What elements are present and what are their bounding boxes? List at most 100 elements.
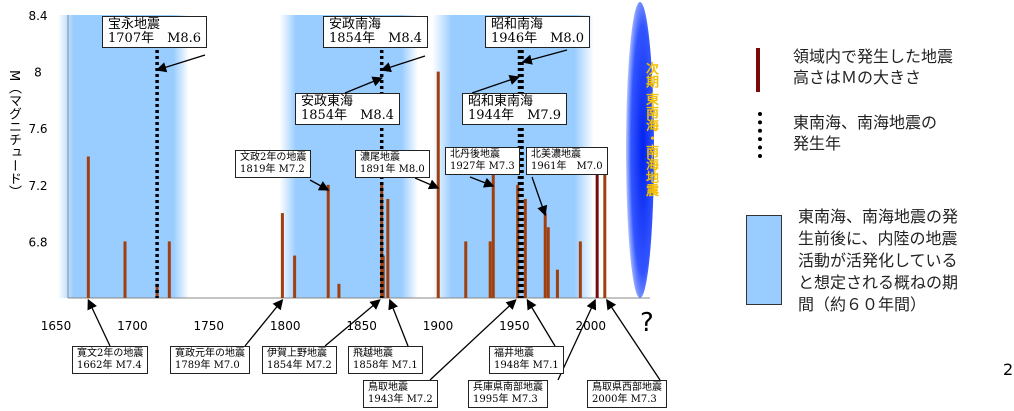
y-tick-label: 7.6 bbox=[28, 122, 47, 136]
x-tick-label: 1800 bbox=[270, 319, 301, 333]
y-tick-label: 8 bbox=[34, 66, 42, 80]
callout-arrow bbox=[380, 55, 426, 73]
callout-info: 1948年 M7.1 bbox=[494, 360, 559, 371]
callout-name: 鳥取県西部地震 bbox=[592, 382, 662, 393]
callout-arrow bbox=[557, 298, 597, 381]
callout-info: 1858年 M7.1 bbox=[353, 360, 418, 371]
quake-bar bbox=[436, 71, 440, 298]
legend-dotted-text: 東南海、南海地震の発生年 bbox=[793, 113, 938, 153]
callout-name: 昭和南海 bbox=[491, 17, 544, 32]
callout-info: 1707年 M8.6 bbox=[108, 31, 202, 46]
quake-bar bbox=[380, 184, 384, 298]
callout-name: 寛文2年の地震 bbox=[77, 348, 144, 359]
active-period-band bbox=[58, 15, 189, 298]
x-tick-label: 1950 bbox=[499, 319, 530, 333]
next-quake-label: 次期 東南海・南海地震 bbox=[643, 62, 658, 197]
x-tick-label: 1700 bbox=[117, 319, 148, 333]
quake-bar bbox=[86, 156, 90, 298]
quake-bar bbox=[516, 184, 520, 298]
quake-bar bbox=[280, 213, 284, 298]
callout-name: 濃尾地震 bbox=[360, 152, 400, 163]
callout-arrow bbox=[469, 176, 495, 188]
callout-info: 1854年 M7.2 bbox=[267, 360, 332, 371]
page-number: 2 bbox=[1003, 360, 1014, 379]
quake-bar bbox=[293, 255, 297, 298]
x-tick-label: 1650 bbox=[41, 319, 72, 333]
callout-name: 安政南海 bbox=[329, 17, 382, 32]
quake-bar bbox=[491, 170, 495, 298]
callout-arrow bbox=[606, 298, 661, 381]
x-tick-label: 1850 bbox=[346, 319, 377, 333]
callout-name: 昭和東南海 bbox=[468, 94, 534, 109]
callout-info: 1854年 M8.4 bbox=[301, 108, 395, 123]
quake-bar bbox=[386, 198, 390, 298]
callout-name: 飛越地震 bbox=[353, 348, 393, 359]
y-tick-label: 7.2 bbox=[28, 179, 47, 193]
quake-bar bbox=[546, 227, 550, 298]
quake-bar bbox=[123, 241, 127, 298]
callout-name: 鳥取地震 bbox=[368, 382, 408, 393]
callout-arrow bbox=[521, 49, 568, 65]
callout-name: 宝永地震 bbox=[108, 17, 161, 32]
callout-info: 1995年 M7.3 bbox=[473, 394, 538, 405]
legend-bar-icon bbox=[756, 48, 760, 92]
callout-name: 福井地震 bbox=[494, 348, 534, 359]
callout-info: 1943年 M7.2 bbox=[368, 394, 433, 405]
quake-bar bbox=[488, 241, 492, 298]
quake-bar bbox=[464, 241, 468, 298]
callout-arrow bbox=[309, 179, 330, 191]
callout-info: 1946年 M8.0 bbox=[491, 31, 585, 46]
x-tick-label: 2000 bbox=[576, 319, 607, 333]
callout-arrow bbox=[324, 299, 381, 347]
callout-name: 伊賀上野地震 bbox=[267, 348, 327, 359]
y-axis-label: M（マグニチュード） bbox=[6, 70, 21, 199]
callout-arrow bbox=[531, 176, 548, 217]
callout-name: 安政東海 bbox=[301, 94, 354, 109]
callout-arrow bbox=[526, 298, 556, 347]
callout-name: 寛政元年の地震 bbox=[175, 348, 245, 359]
next-quake-ellipse bbox=[626, 2, 654, 298]
callout-arrow bbox=[244, 298, 284, 347]
callout-info: 1789年 M7.0 bbox=[175, 360, 240, 371]
quake-bar bbox=[603, 170, 607, 298]
quake-bar bbox=[523, 198, 527, 298]
x-tick-label: 1900 bbox=[423, 319, 454, 333]
callout-arrow bbox=[155, 54, 206, 73]
legend-dotted-icon bbox=[758, 112, 762, 158]
callout-info: 1961年 M7.0 bbox=[531, 161, 603, 172]
callout-arrow bbox=[414, 177, 440, 190]
callout-arrow bbox=[471, 75, 520, 94]
callout-info: 1662年 M7.4 bbox=[77, 360, 142, 371]
quake-bar bbox=[326, 184, 330, 298]
legend-band-icon bbox=[746, 215, 782, 305]
callout-name: 北丹後地震 bbox=[450, 149, 500, 160]
callout-info: 1819年 M7.2 bbox=[240, 164, 305, 175]
callout-info: 1944年 M7.9 bbox=[468, 108, 562, 123]
quake-bar bbox=[543, 213, 547, 298]
quake-bar bbox=[595, 170, 599, 298]
quake-bar bbox=[167, 241, 171, 298]
callout-info: 1891年 M8.0 bbox=[360, 164, 425, 175]
legend-band-text: 東南海、南海地震の発生前後に、内陸の地震活動が活発化していると想定される概ねの期… bbox=[798, 207, 959, 314]
callout-arrow bbox=[344, 76, 383, 94]
quake-bar bbox=[337, 283, 341, 298]
callout-info: 1927年 M7.3 bbox=[450, 161, 515, 172]
y-tick-label: 6.8 bbox=[28, 235, 47, 249]
